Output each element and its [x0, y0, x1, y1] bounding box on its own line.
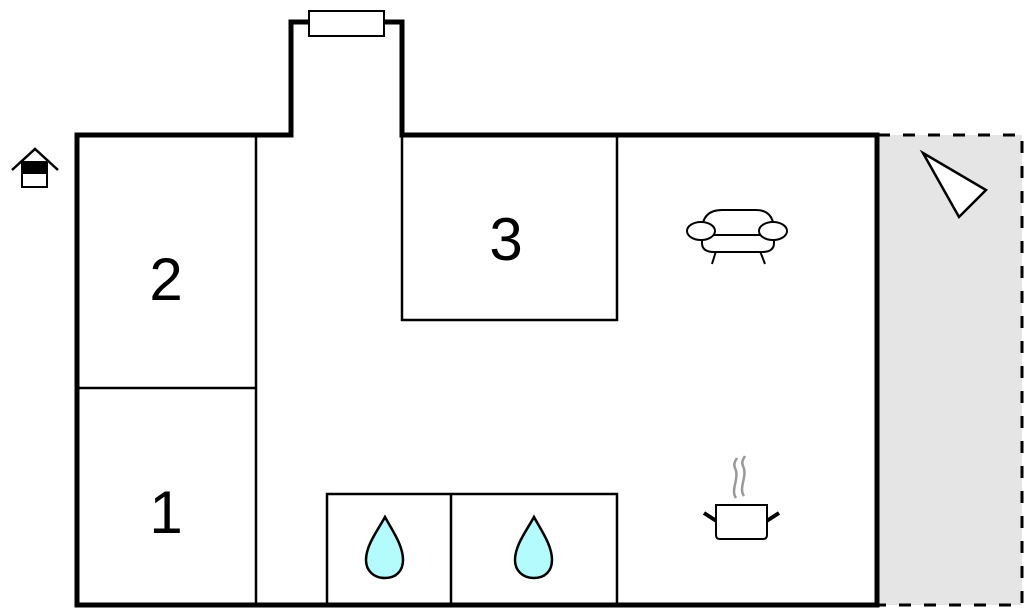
water-drop-icon [364, 514, 405, 580]
terrace [878, 133, 1024, 607]
window-icon [308, 10, 385, 37]
sofa-icon [686, 209, 788, 265]
terrace-triangle-icon [919, 149, 989, 220]
entrance-house-icon [11, 147, 59, 188]
water-drop-icon [513, 514, 554, 580]
cooking-pot-icon [702, 455, 781, 540]
room-1-label: 1 [149, 479, 182, 546]
room-3-label: 3 [489, 206, 522, 273]
room-2-label: 2 [149, 246, 182, 313]
interior-walls [77, 135, 619, 605]
